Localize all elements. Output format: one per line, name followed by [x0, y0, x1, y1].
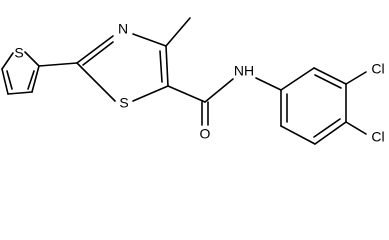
atom-label-o-carbonyl: O — [200, 126, 211, 142]
bond-thiophene-c4-c5-double — [6, 70, 13, 90]
bond-benzene-c4-c5-double — [313, 118, 341, 138]
bond-thiophene-c2-c3 — [31, 65, 40, 93]
bond-c4-cl — [345, 121, 367, 135]
bond-nh-aryl — [255, 77, 282, 91]
bond-thiazole-c4-c5 — [165, 45, 169, 87]
bond-methyl — [165, 17, 191, 47]
bond-benzene-c1-c2 — [280, 67, 315, 91]
bond-thiophene-c5-s — [1, 52, 14, 70]
bond-thiophene-c2-c3-double — [27, 70, 35, 90]
chemical-structure-diagram: S N S O NH Cl Cl — [1, 17, 385, 145]
bond-benzene-c2-c3-double — [314, 74, 342, 89]
bond-benzene-c2-c3 — [313, 67, 347, 85]
bond-thiazole-c2-n3-double — [82, 41, 114, 66]
bond-thiazole-s1-c2 — [76, 62, 116, 102]
atom-label-s-thiophene: S — [14, 45, 23, 61]
bond-thiazole-c4-c5-double — [159, 50, 163, 83]
atom-label-cl-meta: Cl — [371, 61, 384, 77]
atom-label-n-thiazole: N — [118, 21, 128, 37]
bond-thiazole-c2-n3 — [76, 35, 114, 64]
bond-thiazole-n3-c4 — [132, 33, 167, 47]
atom-label-s-thiazole: S — [119, 95, 128, 111]
bond-c5-carbonyl — [167, 85, 206, 103]
atom-labels: S N S O NH Cl Cl — [14, 21, 384, 145]
bond-thiophene-s-c2 — [24, 51, 40, 67]
bonds — [1, 17, 367, 145]
bond-thiophene-c3-c4 — [7, 91, 33, 95]
bond-thiophene-thiazole — [38, 62, 78, 67]
bond-c3-cl — [345, 71, 367, 85]
atom-label-cl-para: Cl — [371, 129, 384, 145]
bond-thiazole-c5-s1 — [132, 85, 169, 102]
bond-carbonyl-nh — [204, 78, 234, 103]
bond-benzene-c4-c5 — [314, 121, 347, 145]
bond-benzene-c5-c6 — [280, 125, 316, 145]
bond-thiophene-c4-c5 — [1, 68, 9, 95]
atom-label-nh-amide: NH — [234, 63, 254, 79]
